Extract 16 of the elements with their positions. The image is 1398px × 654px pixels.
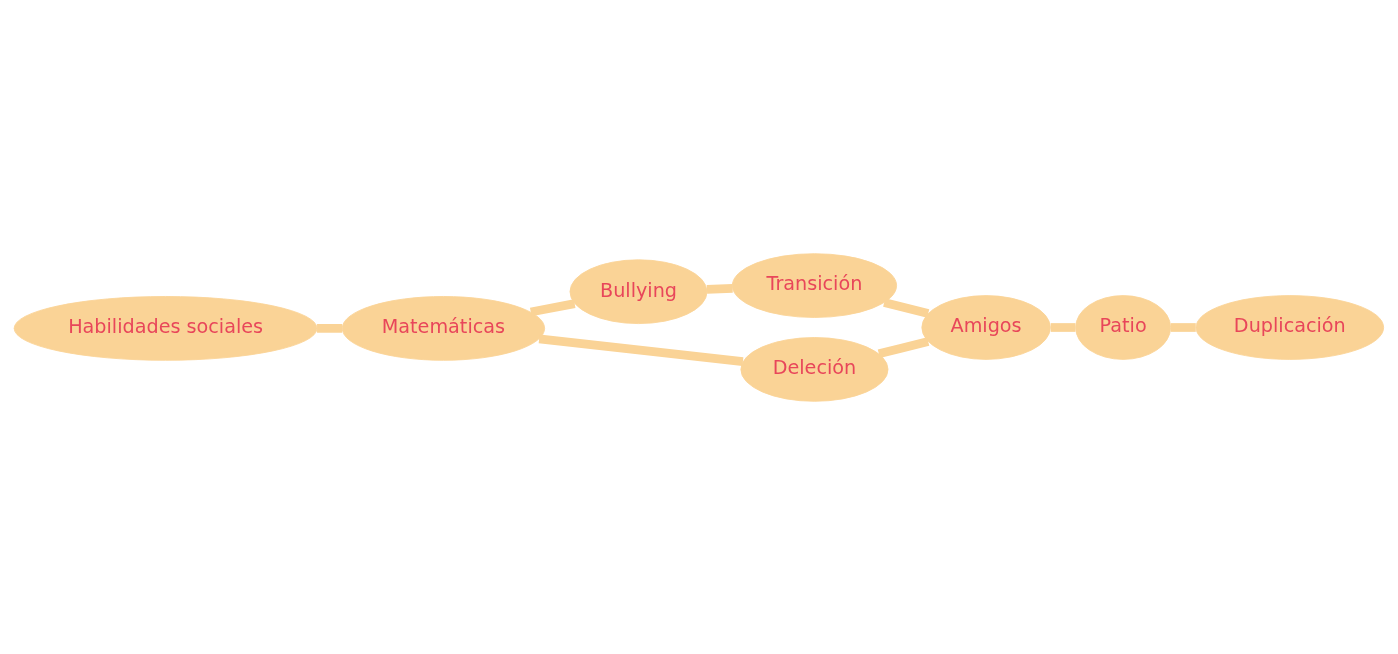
connector — [1170, 322, 1196, 332]
connector — [317, 323, 343, 333]
node-ellipse: Duplicación — [1195, 294, 1385, 360]
node-ellipse: Deleción — [740, 336, 889, 402]
node-ellipse: Matemáticas — [341, 295, 546, 361]
connector — [706, 283, 733, 294]
node-ellipse: Bullying — [569, 258, 708, 324]
connector — [529, 298, 576, 316]
node-ellipse: Patio — [1075, 294, 1172, 360]
connector — [883, 297, 930, 318]
connector — [1050, 322, 1076, 332]
connector — [538, 334, 744, 366]
node-ellipse: Transición — [731, 252, 898, 318]
node-ellipse: Habilidades sociales — [13, 295, 318, 361]
connector — [877, 336, 930, 358]
node-ellipse: Amigos — [921, 294, 1051, 360]
